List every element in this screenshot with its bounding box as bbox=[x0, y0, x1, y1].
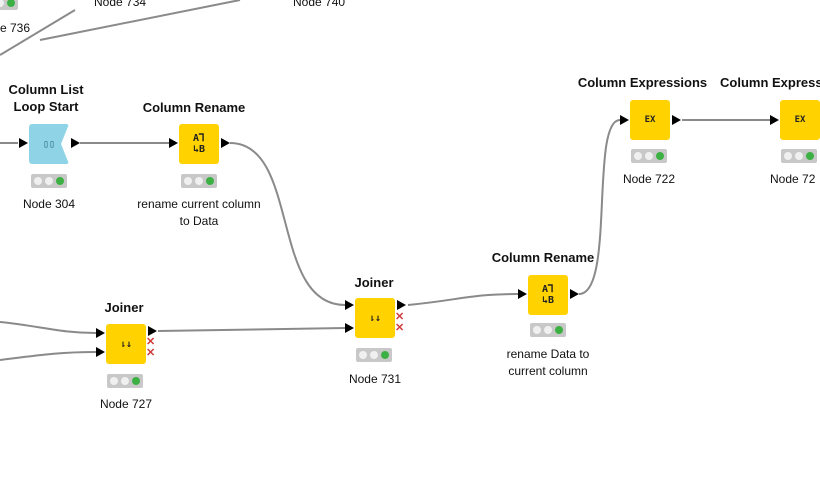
expr-next-input-port[interactable] bbox=[770, 115, 779, 125]
rename-glyph: A⅂↳B bbox=[541, 284, 555, 306]
node-736-label: e 736 bbox=[0, 21, 31, 35]
joiner727-output-port[interactable] bbox=[148, 326, 157, 336]
loop-start-status bbox=[31, 174, 67, 188]
joiner731-title: Joiner bbox=[354, 275, 394, 290]
joiner727-input-port-1[interactable] bbox=[96, 328, 105, 338]
loop-start-label: Node 304 bbox=[22, 197, 76, 211]
connection-joiner731-rename2 bbox=[407, 293, 519, 306]
column-rename-icon[interactable]: A⅂↳B bbox=[528, 275, 568, 315]
node-740-label: Node 740 bbox=[293, 0, 346, 9]
expr722-label: Node 722 bbox=[622, 172, 676, 186]
expressions-glyph: EX bbox=[794, 115, 806, 125]
loop-start-output-port[interactable] bbox=[71, 138, 80, 148]
joiner727-title: Joiner bbox=[104, 300, 144, 315]
column-expressions-icon[interactable]: EX bbox=[630, 100, 670, 140]
joiner727-input-port-2[interactable] bbox=[96, 347, 105, 357]
joiner731-input-port-1[interactable] bbox=[345, 300, 354, 310]
rename2-status bbox=[530, 323, 566, 337]
joiner727-status bbox=[107, 374, 143, 388]
rename-glyph: A⅂↳B bbox=[192, 133, 206, 155]
rename2-input-port[interactable] bbox=[518, 289, 527, 299]
loop-start-input-port[interactable] bbox=[19, 138, 28, 148]
joiner727-inactive-port-2: ✕ bbox=[146, 347, 156, 359]
rename1-title: Column Rename bbox=[142, 100, 246, 115]
connection-rename1-joiner731 bbox=[229, 142, 346, 306]
expr722-status bbox=[631, 149, 667, 163]
node-734-label: Node 734 bbox=[94, 0, 147, 9]
expr722-output-port[interactable] bbox=[672, 115, 681, 125]
joiner-glyph: ⇂↓ bbox=[368, 312, 382, 324]
joiner727-inactive-port-1: ✕ bbox=[146, 336, 156, 348]
joiner-icon[interactable]: ⇂↓ bbox=[106, 324, 146, 364]
joiner731-input-port-2[interactable] bbox=[345, 323, 354, 333]
joiner731-label: Node 731 bbox=[348, 372, 402, 386]
expr-next-label: Node 72 bbox=[770, 172, 816, 186]
connection-in-joiner727-a bbox=[0, 321, 97, 334]
loop-start-title-line2: Loop Start bbox=[13, 99, 79, 114]
rename2-output-port[interactable] bbox=[570, 289, 579, 299]
expressions-glyph: EX bbox=[644, 115, 656, 125]
rename1-label-line2: to Data bbox=[179, 214, 219, 228]
rename2-label-line1: rename Data to bbox=[506, 347, 590, 361]
joiner731-inactive-port-1: ✕ bbox=[395, 311, 405, 323]
expr-next-title: Column Expressions bbox=[720, 75, 820, 90]
expr-next-status bbox=[781, 149, 817, 163]
connection-joiner727-joiner731 bbox=[157, 327, 346, 332]
joiner731-output-port[interactable] bbox=[397, 300, 406, 310]
expr722-input-port[interactable] bbox=[620, 115, 629, 125]
rename1-output-port[interactable] bbox=[221, 138, 230, 148]
rename1-status bbox=[181, 174, 217, 188]
joiner727-label: Node 727 bbox=[99, 397, 153, 411]
connection-rename2-expr722 bbox=[578, 119, 621, 295]
rename2-title: Column Rename bbox=[491, 250, 595, 265]
rename1-label-line1: rename current column bbox=[137, 197, 261, 211]
joiner-icon[interactable]: ⇂↓ bbox=[355, 298, 395, 338]
connection-top-2 bbox=[39, 0, 241, 41]
loop-start-title-line1: Column List bbox=[8, 82, 84, 97]
joiner-glyph: ⇂↓ bbox=[119, 338, 133, 350]
expr722-title: Column Expressions bbox=[577, 75, 708, 90]
connection-top-1 bbox=[0, 9, 76, 56]
column-rename-icon[interactable]: A⅂↳B bbox=[179, 124, 219, 164]
rename2-label-line2: current column bbox=[508, 364, 588, 378]
loop-glyph: ▯▯ bbox=[42, 138, 56, 150]
joiner731-inactive-port-2: ✕ bbox=[395, 322, 405, 334]
rename1-input-port[interactable] bbox=[169, 138, 178, 148]
column-expressions-icon[interactable]: EX bbox=[780, 100, 820, 140]
joiner731-status bbox=[356, 348, 392, 362]
node-736-status bbox=[0, 0, 18, 10]
connection-in-joiner727-b bbox=[0, 351, 97, 361]
